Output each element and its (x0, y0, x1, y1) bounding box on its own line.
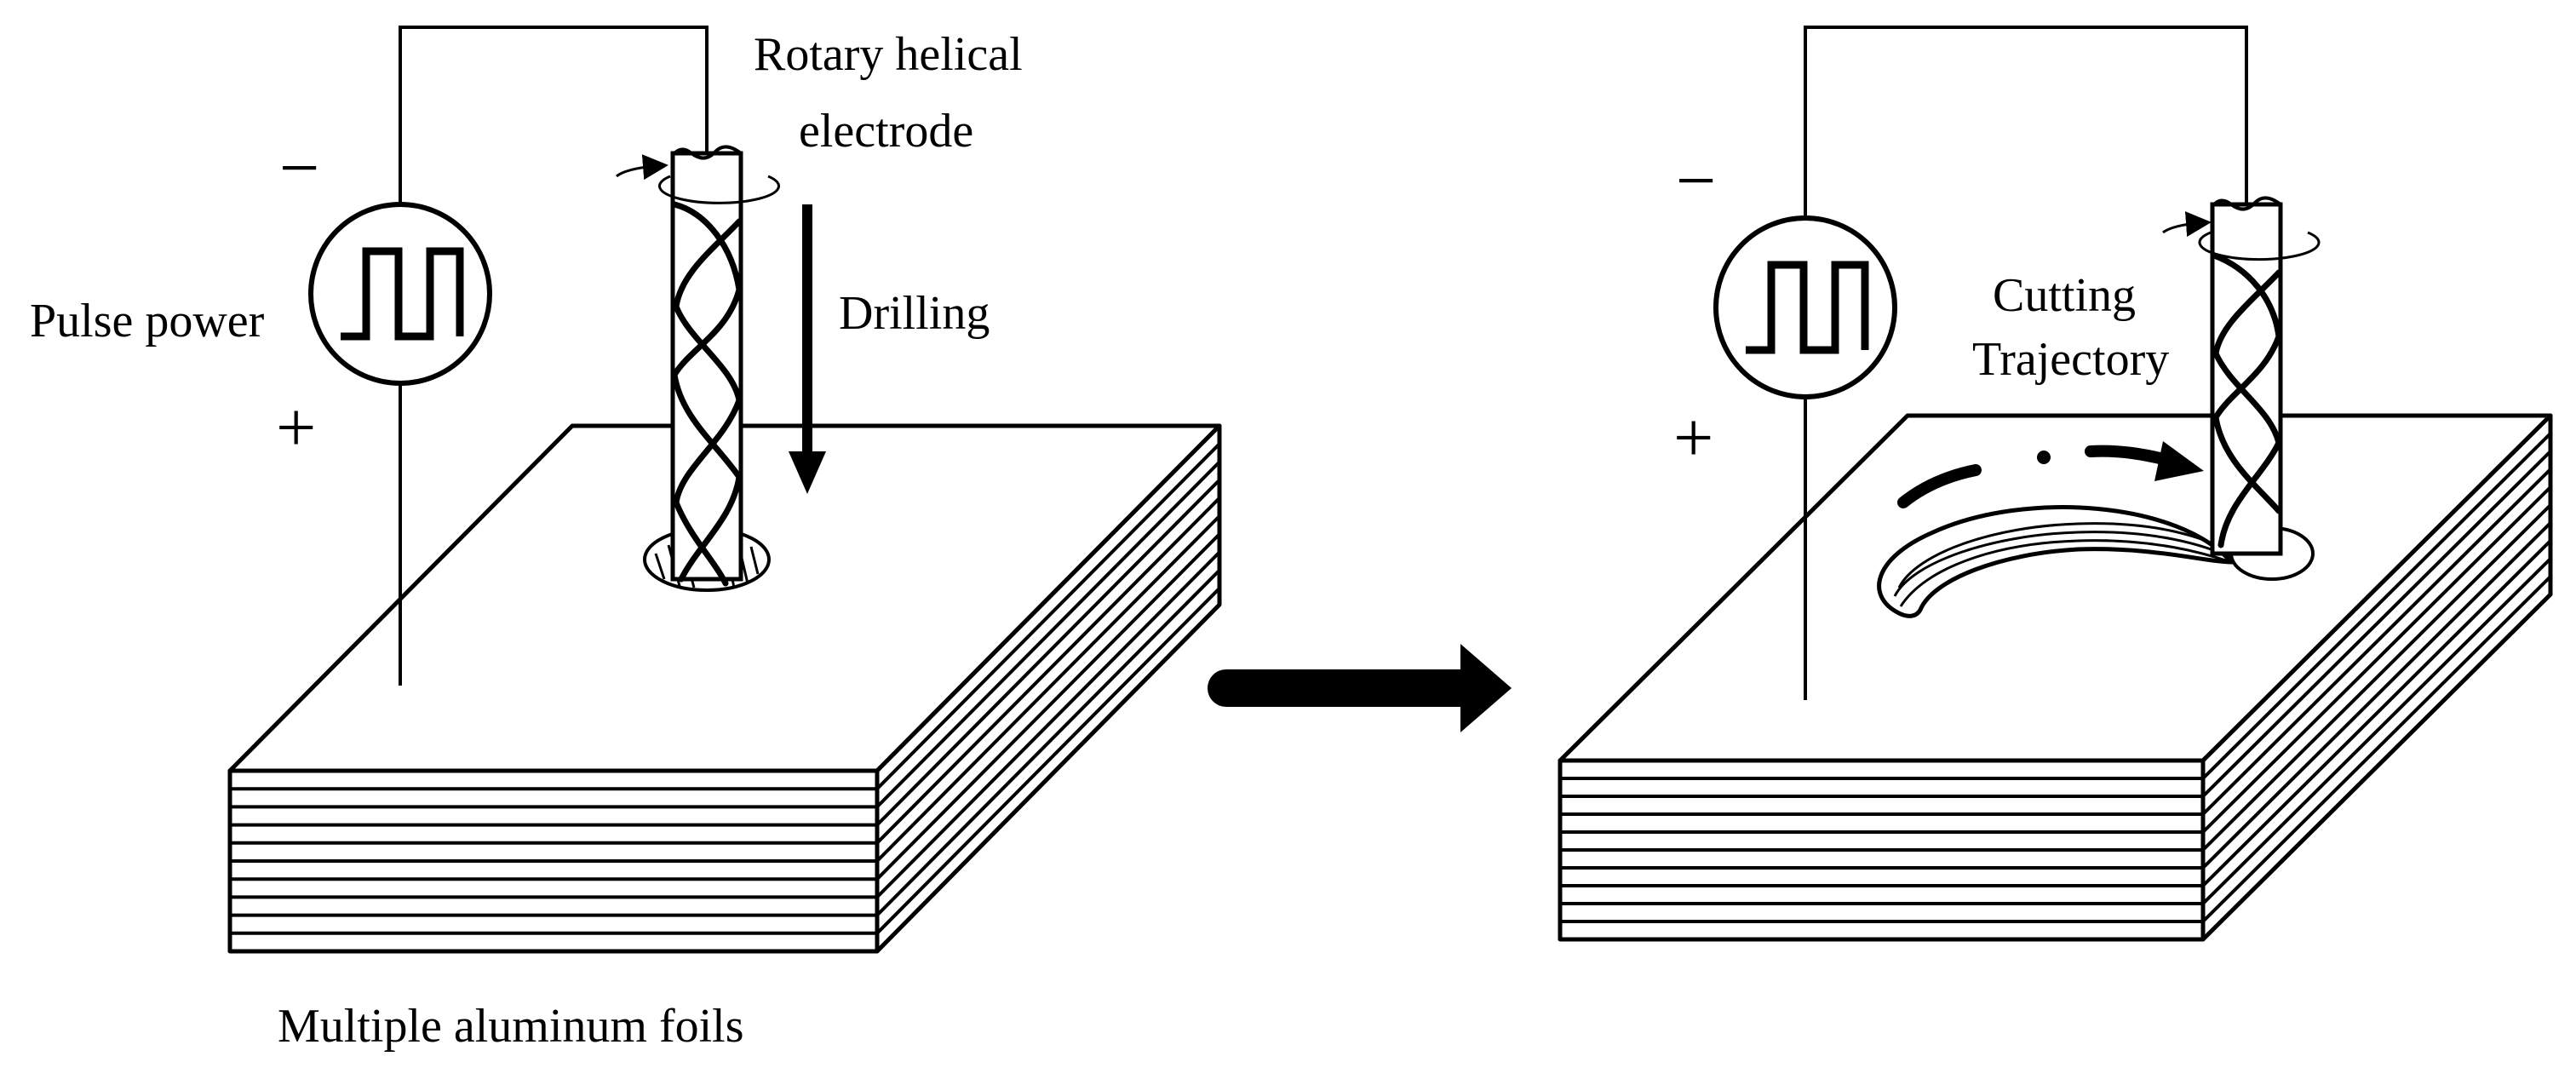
helical-electrode-icon (670, 145, 743, 587)
minus-sign-left: − (279, 129, 319, 208)
pulse-wave-icon (1746, 261, 1869, 354)
cutting-trajectory-arrow (1897, 441, 2204, 508)
electrode-label-line-1: Rotary helical (754, 28, 1023, 81)
foil-layer-line (875, 479, 1221, 827)
pulse-power-label: Pulse power (30, 295, 265, 347)
pulse-power-source (1713, 215, 1897, 399)
foil-layer-line (2201, 557, 2552, 905)
foil-layer-line (875, 587, 1221, 935)
foil-stack-right (1558, 413, 2553, 942)
foil-layer-line (875, 514, 1221, 863)
rotation-arrow-icon (616, 154, 780, 204)
pulse-power-source (308, 202, 492, 386)
plus-sign-left: + (276, 388, 316, 468)
drilling-arrow (789, 204, 826, 494)
foils-label: Multiple aluminum foils (278, 1000, 744, 1053)
pulse-wave-icon (341, 247, 464, 341)
drilling-label: Drilling (839, 287, 990, 340)
foil-stack-left (227, 423, 1222, 954)
circuit-wire-left (399, 26, 709, 686)
foil-layer-line (2201, 503, 2552, 852)
electrode-label-line-2: electrode (799, 105, 973, 158)
foil-layer-line (875, 442, 1221, 790)
process-arrow-icon (1208, 644, 1512, 732)
foil-layer-line (875, 569, 1221, 917)
foil-layer-line (2201, 539, 2552, 887)
minus-sign-right: − (1676, 141, 1716, 221)
foil-layer-line (875, 550, 1221, 898)
foil-layer-line (2201, 485, 2552, 834)
foil-layer-line (875, 532, 1221, 881)
helical-electrode-icon (2210, 196, 2283, 556)
foil-layer-line (875, 460, 1221, 808)
foil-layer-line (2201, 432, 2552, 780)
drilling-stage: Rotary helical electrode Pulse power Dri… (30, 26, 1222, 1053)
foil-layer-line (875, 497, 1221, 845)
foil-layer-line (2201, 450, 2552, 798)
cutting-label-line-1: Cutting (1993, 269, 2136, 322)
cutting-stage: Cutting Trajectory − + (1558, 26, 2553, 942)
rotation-arrow-icon (2162, 211, 2321, 261)
foil-layer-line (2201, 468, 2552, 816)
foil-layer-line (2201, 575, 2552, 923)
cutting-label-line-2: Trajectory (1972, 333, 2169, 386)
circuit-wire-right (1804, 26, 2248, 700)
foil-layer-line (2201, 521, 2552, 870)
plus-sign-right: + (1673, 399, 1713, 478)
